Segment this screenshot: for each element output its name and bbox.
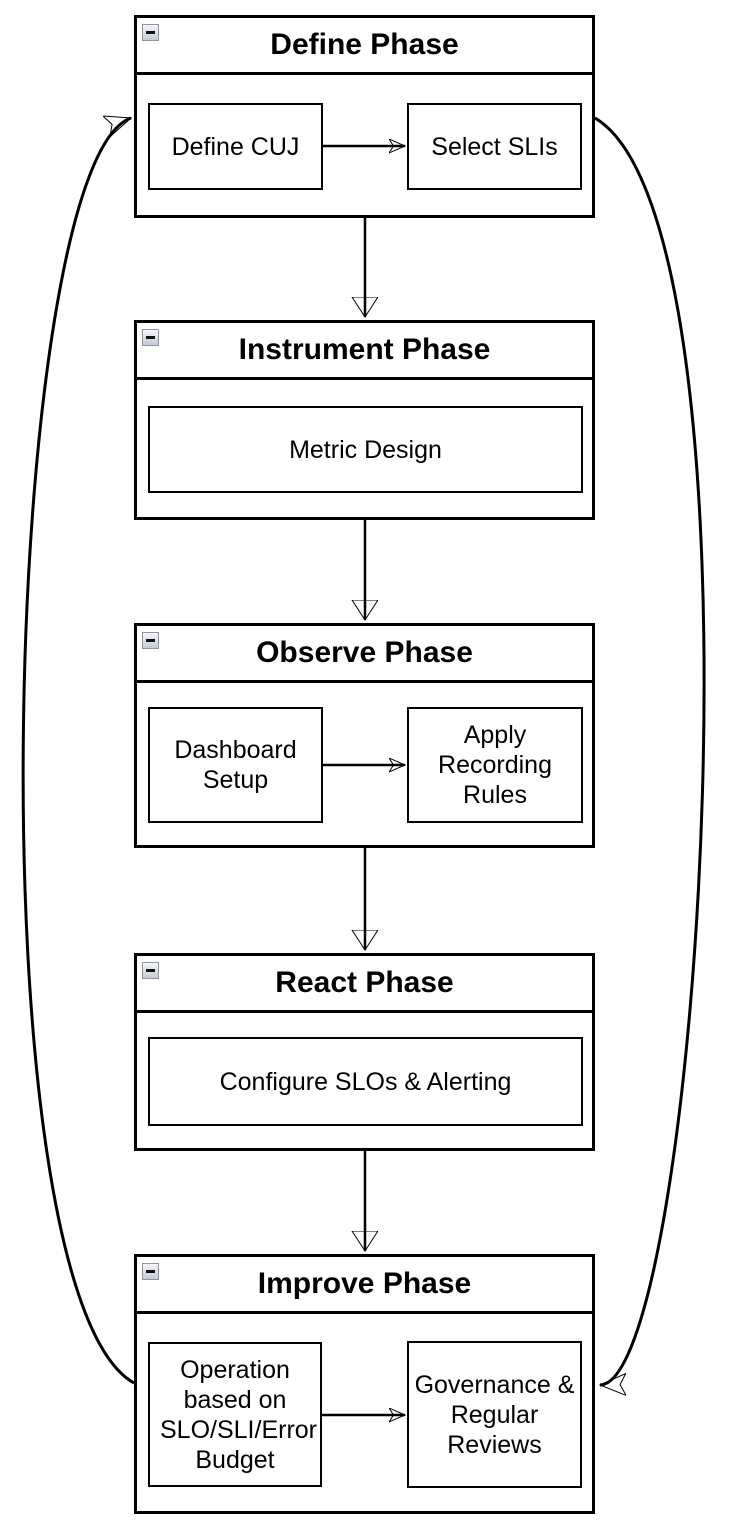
node-label: Apply Recording Rules — [438, 721, 552, 809]
node-dashboard-setup[interactable]: Dashboard Setup — [148, 707, 323, 823]
phase-title: React Phase — [275, 966, 454, 999]
node-label: Define CUJ — [171, 132, 300, 161]
phase-title: Observe Phase — [256, 636, 473, 669]
node-define-cuj[interactable]: Define CUJ — [148, 103, 323, 190]
phase-instrument-header: Instrument Phase — [137, 323, 592, 380]
minus-icon — [146, 969, 155, 972]
phase-observe-header: Observe Phase — [137, 626, 592, 683]
phase-define-header: Define Phase — [137, 18, 592, 75]
node-metric-design[interactable]: Metric Design — [148, 406, 583, 493]
node-apply-recording-rules[interactable]: Apply Recording Rules — [407, 707, 583, 823]
edge-improve-to-define-feedback — [21, 118, 135, 1385]
minus-icon — [146, 336, 155, 339]
node-governance-regular-reviews[interactable]: Governance & Regular Reviews — [407, 1341, 582, 1488]
collapse-icon[interactable] — [142, 1263, 159, 1280]
node-label: Operation based on SLO/SLI/Error Budget — [160, 1355, 317, 1474]
minus-icon — [146, 639, 155, 642]
phase-react-header: React Phase — [137, 956, 592, 1013]
node-configure-slos-alerting[interactable]: Configure SLOs & Alerting — [148, 1037, 583, 1126]
collapse-icon[interactable] — [142, 632, 159, 649]
phase-title: Instrument Phase — [238, 333, 491, 366]
collapse-icon[interactable] — [142, 962, 159, 979]
minus-icon — [146, 1270, 155, 1273]
node-select-slis[interactable]: Select SLIs — [407, 103, 582, 190]
node-label: Metric Design — [289, 435, 442, 464]
node-label: Dashboard Setup — [174, 736, 297, 794]
phase-title: Improve Phase — [257, 1267, 472, 1300]
node-label: Governance & Regular Reviews — [414, 1370, 575, 1459]
edge-define-to-improve-feedback — [594, 116, 706, 1385]
phase-title: Define Phase — [270, 28, 459, 61]
collapse-icon[interactable] — [142, 24, 159, 41]
node-operation-slo-sli-error-budget[interactable]: Operation based on SLO/SLI/Error Budget — [148, 1342, 322, 1487]
phase-improve-header: Improve Phase — [137, 1257, 592, 1314]
node-label: Configure SLOs & Alerting — [219, 1067, 512, 1096]
collapse-icon[interactable] — [142, 329, 159, 346]
node-label: Select SLIs — [431, 132, 558, 161]
minus-icon — [146, 31, 155, 34]
